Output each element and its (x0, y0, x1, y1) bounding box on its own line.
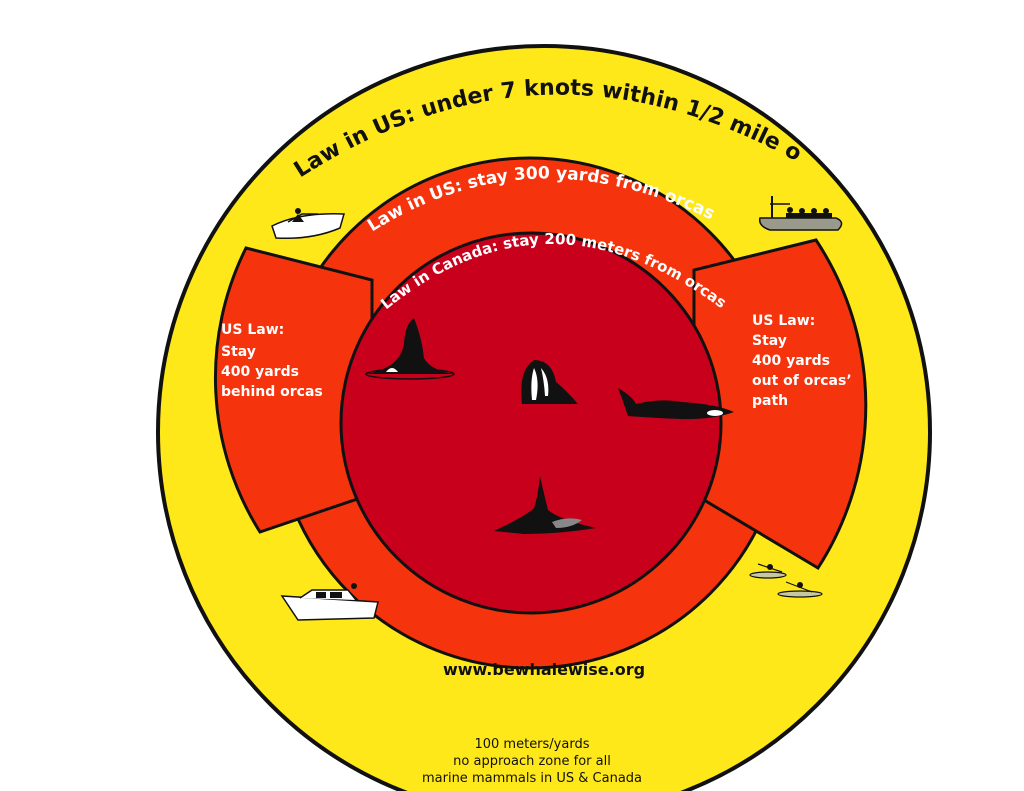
orca-dorsal-fin-icon (365, 318, 455, 380)
right-zone-text: US Law: Stay 400 yards out of orcas’ pat… (752, 313, 857, 409)
orca-dorsal-fin-icon (494, 476, 596, 534)
right-zone-sector (692, 238, 868, 571)
website-url: www.bewhalewise.org (443, 660, 645, 679)
orca-swimming-icon (618, 388, 734, 420)
footnote-line: no approach zone for all (453, 754, 611, 769)
footnote: 100 meters/yards no approach zone for al… (412, 736, 652, 787)
orca-surfacing-icon (521, 360, 578, 404)
inflatable-boat-icon (758, 196, 843, 231)
left-zone-sector (214, 246, 374, 534)
cabin-cruiser-icon (280, 583, 379, 621)
speedboat-icon (271, 208, 345, 240)
footnote-line: marine mammals in US & Canada (421, 771, 643, 786)
footnote-line: 100 meters/yards (474, 737, 590, 752)
inner-zone-circle (339, 231, 723, 615)
left-zone-text: US Law: Stay 400 yards behind orcas (221, 322, 323, 400)
kayaks-icon (749, 563, 823, 598)
